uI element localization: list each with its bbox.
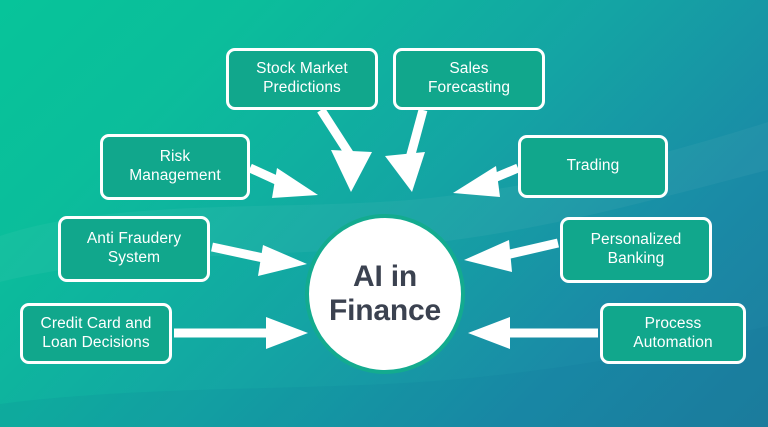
node-label: Risk Management <box>129 148 221 184</box>
node-trading[interactable]: Trading <box>518 135 668 198</box>
node-process-automation[interactable]: Process Automation <box>600 303 746 364</box>
arrow-process-automation <box>468 317 598 349</box>
node-credit-card-and-loan-decisions[interactable]: Credit Card and Loan Decisions <box>20 303 172 364</box>
center-node-label: AI in Finance <box>329 260 441 327</box>
node-label: Trading <box>566 157 620 175</box>
node-label: Stock Market Predictions <box>256 60 348 96</box>
node-sales-forecasting[interactable]: Sales Forecasting <box>393 48 545 110</box>
node-stock-market-predictions[interactable]: Stock Market Predictions <box>226 48 378 110</box>
node-personalized-banking[interactable]: Personalized Banking <box>560 217 712 283</box>
center-node-ai-in-finance[interactable]: AI in Finance <box>305 214 465 374</box>
arrow-anti-fraudery-system <box>211 242 307 276</box>
arrow-trading <box>453 163 520 197</box>
arrow-personalized-banking <box>464 238 560 272</box>
node-label: Personalized Banking <box>590 231 682 267</box>
node-label: Anti Fraudery System <box>86 230 182 266</box>
node-label: Sales Forecasting <box>427 60 511 96</box>
node-risk-management[interactable]: Risk Management <box>100 134 250 200</box>
node-anti-fraudery-system[interactable]: Anti Fraudery System <box>58 216 210 282</box>
arrow-sales-forecasting <box>385 108 428 192</box>
node-label: Process Automation <box>633 314 713 351</box>
arrow-credit-card-and-loan-decisions <box>174 317 308 349</box>
arrow-risk-management <box>248 163 318 198</box>
arrow-stock-market-predictions <box>317 107 372 192</box>
node-label: Credit Card and Loan Decisions <box>40 314 152 351</box>
